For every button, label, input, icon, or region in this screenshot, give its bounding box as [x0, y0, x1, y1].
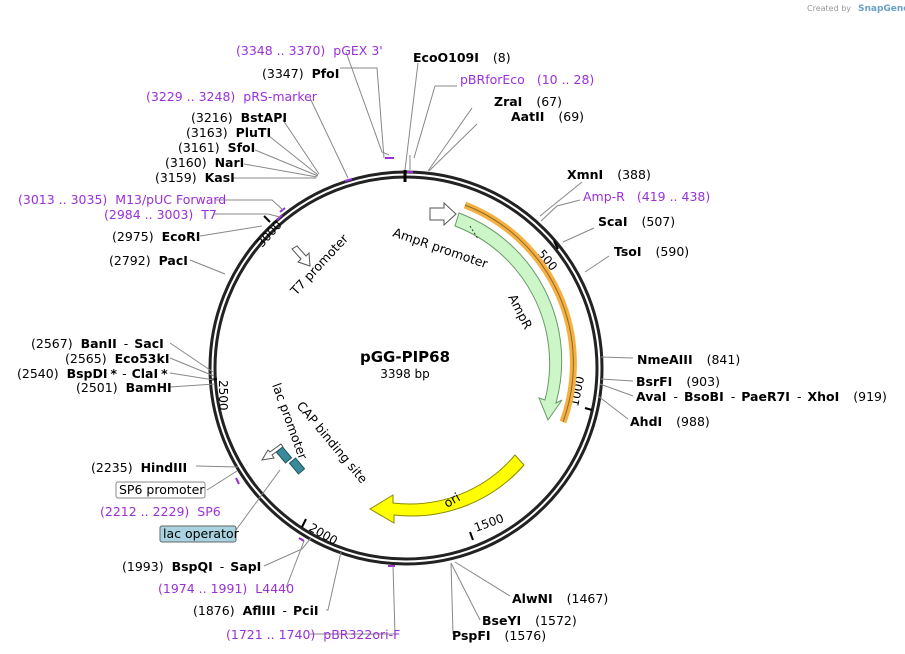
lac-promoter-arrow[interactable] [261, 443, 284, 461]
lac-operator-box[interactable] [159, 525, 237, 543]
t7-promoter-arrow[interactable] [291, 245, 311, 267]
primer-m13-puc-forward[interactable]: (3013 .. 3035)M13/pUC Forward [18, 192, 226, 207]
tick-mark-1000 [584, 407, 593, 411]
t7-promoter-label: T7 promoter [287, 230, 352, 298]
enzyme-ahdi[interactable]: AhdI(988) [630, 414, 710, 429]
ampr-divider [469, 225, 479, 240]
primer-sp6[interactable]: (2212 .. 2229)SP6 [100, 504, 221, 519]
sp6-promoter-label: SP6 promoter [119, 482, 205, 497]
enzyme-afliii-group[interactable]: (1876)AflIII-PciI [193, 603, 319, 618]
enzyme-sfoi[interactable]: (3161)SfoI [178, 140, 255, 155]
tick-label-2000: 2000 [307, 520, 340, 547]
tick-mark-2000 [301, 518, 307, 528]
t7-mark [276, 214, 283, 221]
enzyme-pfoi[interactable]: (3347)PfoI [262, 66, 339, 81]
primer-marks [235, 157, 413, 567]
ori-arrow[interactable] [369, 454, 525, 524]
plasmid-length: 3398 bp [380, 367, 430, 381]
enzyme-zrai[interactable]: ZraI(67) [494, 94, 562, 109]
sp6-promoter-box[interactable] [115, 481, 206, 499]
enzyme-banii-group[interactable]: (2567)BanII-SacI [31, 336, 164, 351]
ampr-arrow[interactable] [454, 212, 563, 422]
tick-label-1500: 1500 [472, 511, 505, 535]
cap-binding-site-glyph[interactable] [275, 446, 293, 464]
primer-pgex3[interactable]: (3348 .. 3370)pGEX 3' [236, 43, 383, 58]
tick-mark-3000 [263, 215, 271, 223]
enzyme-aatii[interactable]: AatII(69) [511, 109, 584, 124]
enzyme-scai[interactable]: ScaI(507) [598, 214, 675, 229]
ampr-label: AmpR [505, 292, 535, 332]
enzyme-hindiii[interactable]: (2235)HindIII [91, 460, 187, 475]
primer-t7[interactable]: (2984 .. 3003)T7 [104, 207, 217, 222]
tick-mark-1500 [469, 531, 474, 541]
enzyme-xmni[interactable]: XmnI(388) [567, 167, 651, 182]
enzyme-bseyi[interactable]: BseYI(1572) [482, 613, 577, 628]
amp-r-primer-band-core [464, 204, 574, 423]
enzyme-bspqi-group[interactable]: (1993)BspQI-SapI [122, 559, 261, 574]
primer-pbrforeco[interactable]: pBRforEco(10 .. 28) [460, 72, 594, 87]
lac-operator-glyph[interactable] [288, 457, 306, 475]
primer-l4440[interactable]: (1974 .. 1991)L4440 [158, 581, 294, 596]
credit-brand: SnapGene [858, 4, 905, 14]
l4440-mark [298, 537, 305, 542]
enzyme-tsoi[interactable]: TsoI(590) [614, 244, 689, 259]
enzyme-ecoo109i[interactable]: EcoO109I(8) [413, 50, 511, 65]
enzyme-nari[interactable]: (3160)NarI [165, 155, 244, 170]
enzyme-bamhi[interactable]: (2501)BamHI [76, 380, 172, 395]
lac-operator-leader [235, 469, 281, 531]
enzyme-pluti[interactable]: (3163)PluTI [186, 125, 271, 140]
ori-label: ori [441, 489, 463, 510]
tick-mark-500 [553, 240, 559, 250]
enzyme-bspdi-group[interactable]: (2540)BspDI*-ClaI* [17, 366, 168, 381]
lac-operator-label: lac operator [163, 526, 240, 541]
prs-marker-mark [344, 178, 353, 182]
credit-prefix: Created by [807, 4, 851, 13]
tick-label-2500: 2500 [216, 380, 230, 411]
primer-prs-marker[interactable]: (3229 .. 3248)pRS-marker [146, 89, 318, 104]
leader-lines [169, 51, 634, 635]
enzyme-kasi[interactable]: (3159)KasI [155, 170, 235, 185]
enzyme-eco53ki[interactable]: (2565)Eco53kI [65, 351, 169, 366]
plasmid-name: pGG-PIP68 [360, 348, 450, 366]
ampr-promoter-arrow[interactable] [429, 201, 457, 227]
enzyme-pspfi[interactable]: PspFI(1576) [452, 628, 546, 643]
sp6-promoter-leader [206, 470, 238, 491]
enzyme-aval-group[interactable]: AvaI-BsoBI-PaeR7I-XhoI(919) [636, 389, 887, 404]
enzyme-nmeaiii[interactable]: NmeAIII(841) [637, 352, 740, 367]
enzyme-alwni[interactable]: AlwNI(1467) [512, 591, 608, 606]
enzyme-paci[interactable]: (2792)PacI [109, 253, 188, 268]
primer-amp-r[interactable]: Amp-R(419 .. 438) [583, 189, 710, 204]
enzyme-bstapi[interactable]: (3216)BstAPI [191, 110, 287, 125]
enzyme-ecori[interactable]: (2975)EcoRI [112, 229, 200, 244]
enzyme-bsrfi[interactable]: BsrFI(903) [636, 374, 720, 389]
sp6-mark [235, 477, 240, 485]
primer-pbr322ori-f[interactable]: (1721 .. 1740)pBR322ori-F [226, 627, 400, 642]
